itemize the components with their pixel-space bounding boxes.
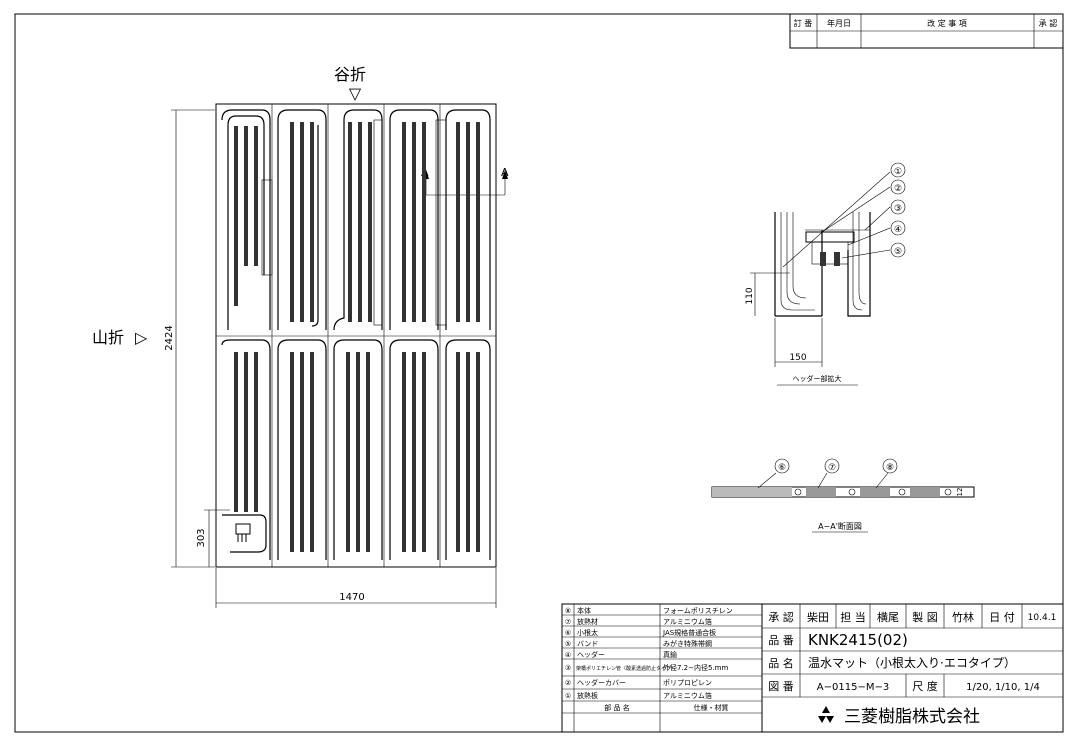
part-name-5: バンド bbox=[577, 640, 598, 648]
rev-header-items: 改 定 事 項 bbox=[927, 18, 967, 28]
scale-label: 尺 度 bbox=[912, 679, 938, 693]
dim-header: 303 bbox=[196, 528, 207, 547]
scale-value: 1/20, 1/10, 1/4 bbox=[966, 682, 1040, 693]
charge-name: 横尾 bbox=[877, 610, 899, 624]
part-num-6: ⑥ bbox=[565, 629, 571, 637]
parts-footer-spec: 仕様・材質 bbox=[694, 703, 729, 712]
mat-outline bbox=[215, 103, 497, 568]
part-spec-6: JAS規格普通合板 bbox=[662, 628, 716, 637]
part-num-2: ② bbox=[565, 679, 571, 687]
part-spec-3: 外径7.2−内径5.mm bbox=[663, 663, 728, 672]
revision-table: 訂 番 年月日 改 定 事 項 承 認 bbox=[789, 13, 1064, 49]
plan-view: 谷折 ▽ 山折 ▷ 2424 303 1470 A A bbox=[92, 65, 509, 608]
part-num-8: ⑧ bbox=[565, 607, 571, 615]
section-marker-a-prime: A bbox=[501, 166, 509, 179]
plan-header-unit bbox=[235, 523, 251, 535]
rev-header-no: 訂 番 bbox=[794, 18, 813, 28]
dim-height: 2424 bbox=[164, 325, 175, 350]
callout-6: ⑥ bbox=[778, 463, 786, 473]
rev-header-approval: 承 認 bbox=[1039, 18, 1058, 28]
callout-7: ⑦ bbox=[828, 463, 836, 473]
product-label: 品 名 bbox=[768, 656, 794, 670]
date-label: 日 付 bbox=[989, 611, 1015, 624]
callout-5: ⑤ bbox=[894, 247, 902, 257]
mountain-fold-label: 山折 bbox=[92, 328, 124, 347]
drawing-label: 製 図 bbox=[912, 610, 938, 624]
dim-width: 1470 bbox=[339, 592, 364, 603]
drawing-no: A−0115−M−3 bbox=[817, 682, 889, 693]
product-name: 温水マット（小根太入り·エコタイプ） bbox=[808, 655, 1016, 670]
valley-fold-label: 谷折 bbox=[334, 65, 366, 84]
part-num-3: ③ bbox=[565, 664, 571, 672]
part-spec-5: みがき特殊帯鋼 bbox=[663, 639, 712, 648]
part-name-7: 放熱材 bbox=[577, 617, 598, 626]
mountain-fold-symbol: ▷ bbox=[135, 328, 148, 347]
part-name-4: ヘッダー bbox=[577, 650, 605, 659]
drawing-no-label: 図 番 bbox=[768, 680, 794, 693]
part-name-1: 放熱板 bbox=[577, 691, 598, 700]
part-num-5: ⑤ bbox=[565, 640, 571, 648]
callout-4: ④ bbox=[894, 225, 902, 235]
title-block: 承 認 柴田 担 当 横尾 製 図 竹林 日 付 10.4.1 品 番 KNK2… bbox=[761, 603, 1064, 733]
parts-list: ⑧ 本体 フォームポリスチレン ⑦ 放熱材 アルミニウム箔 ⑥ 小根太 JAS規… bbox=[561, 603, 763, 733]
callout-2: ② bbox=[894, 184, 902, 194]
section-view: ⑥ ⑦ ⑧ 12 A−A'断面図 bbox=[711, 458, 975, 533]
pipe-circuits bbox=[221, 109, 491, 560]
approval-name: 柴田 bbox=[807, 610, 829, 624]
section-caption: A−A'断面図 bbox=[818, 521, 862, 531]
part-spec-2: ポリプロピレン bbox=[663, 679, 712, 687]
header-detail-caption: ヘッダー部拡大 bbox=[793, 374, 842, 383]
callout-1: ① bbox=[894, 167, 902, 177]
detail-dim-width: 150 bbox=[789, 353, 806, 363]
part-num-4: ④ bbox=[565, 651, 571, 659]
date-value: 10.4.1 bbox=[1028, 613, 1057, 623]
part-num-7: ⑦ bbox=[565, 618, 571, 626]
part-spec-7: アルミニウム箔 bbox=[663, 617, 712, 626]
approval-label: 承 認 bbox=[768, 610, 794, 624]
callout-8: ⑧ bbox=[886, 463, 894, 473]
part-name-6: 小根太 bbox=[577, 628, 598, 637]
parts-footer-name: 部 品 名 bbox=[604, 703, 629, 712]
sheet-border bbox=[14, 13, 1064, 733]
part-spec-8: フォームポリスチレン bbox=[663, 607, 733, 615]
part-no-label: 品 番 bbox=[768, 634, 794, 647]
header-detail: ① ② ③ ④ ⑤ 110 150 ヘッダー部拡大 bbox=[745, 162, 906, 386]
section-thickness: 12 bbox=[956, 488, 964, 497]
part-name-8: 本体 bbox=[577, 606, 591, 615]
part-spec-1: アルミニウム箔 bbox=[663, 691, 712, 700]
part-num-1: ① bbox=[565, 692, 571, 700]
detail-dim-height: 110 bbox=[745, 287, 755, 304]
company-logo bbox=[818, 706, 834, 723]
part-no: KNK2415(02) bbox=[808, 631, 908, 649]
charge-label: 担 当 bbox=[840, 610, 866, 624]
rev-header-date: 年月日 bbox=[827, 18, 851, 28]
drawing-name: 竹林 bbox=[952, 610, 974, 624]
company-name: 三菱樹脂株式会社 bbox=[844, 707, 980, 727]
part-name-3: 架橋ポリエチレン管（酸素透過防止タイプ） bbox=[576, 665, 676, 672]
part-name-2: ヘッダーカバー bbox=[577, 678, 626, 687]
valley-fold-symbol: ▽ bbox=[349, 84, 362, 103]
part-spec-4: 真鍮 bbox=[663, 650, 677, 659]
callout-3: ③ bbox=[894, 204, 902, 214]
